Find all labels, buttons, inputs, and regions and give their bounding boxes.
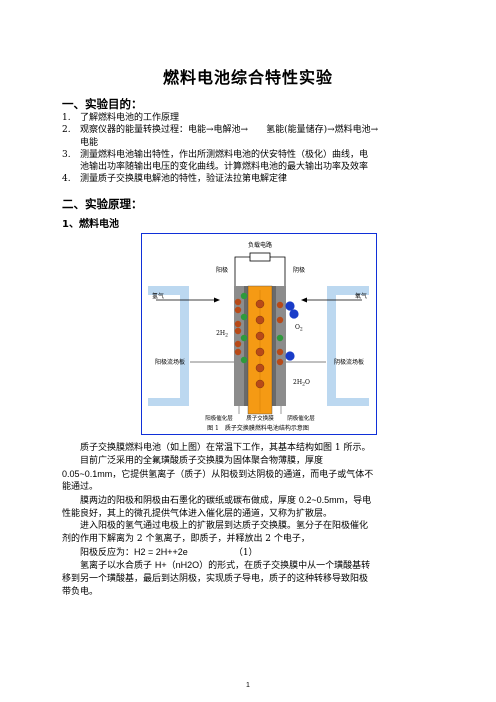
anode-flow-plate-shape (148, 286, 189, 406)
o2-label: O2 (295, 324, 303, 333)
cathode-catalyst-label: 阴极催化层 (287, 414, 315, 422)
list-number: 1. (62, 113, 71, 123)
list-text: 测量质子交换膜电解池的特性，验证法拉第电解定律 (80, 174, 288, 185)
list-text: 测量燃料电池输出特性，作出所测燃料电池的伏安特性（极化）曲线，电 (80, 149, 369, 160)
text-line: 能通过。 (62, 482, 99, 493)
text-line: 膜两边的阳极和阴极由石墨化的碳纸或碳布做成，厚度 0.2~0.5mm，导电 (80, 495, 372, 506)
cathode-plate-label: 阴极流场板 (334, 358, 364, 366)
list-text: 池输出功率随输出电压的变化曲线。计算燃料电池的最大输出功率及效率 (80, 162, 369, 173)
cathode-flow-plate-shape (327, 286, 369, 406)
load-wire-right (270, 256, 286, 286)
anode-catalyst-label: 阳极催化层 (205, 414, 233, 422)
list-number: 3. (62, 149, 71, 160)
oxygen-label: 氧气 (355, 292, 367, 300)
cathode-electrode (276, 286, 286, 406)
equation: H2 = 2H++2e (134, 547, 188, 557)
list-item: 1. 了解燃料电池的工作原理 (62, 112, 442, 124)
paragraph-5: 氢离子以水合质子 H+（nH2O）的形式，在质子交换膜中从一个璜酸基转 移到另一… (62, 559, 442, 598)
hydrogen-arrowhead (214, 297, 220, 303)
figure-caption: 图 1 质子交换膜燃料电池结构示意图 (207, 424, 309, 432)
list-text: 观察仪器的能量转换过程：电能→电解池→ 氢能(能量储存)→燃料电池→ (80, 125, 379, 136)
load-label: 负载电路 (248, 241, 272, 249)
anode-label: 阳极 (216, 266, 228, 274)
text-line: 0.05~0.1mm，它提供氢离子（质子）从阳极到达阴极的通道，而电子或气体不 (62, 468, 374, 480)
text-line: 剂的作用下解离为 2 个氢离子，即质子，并释放出 2 个电子， (62, 533, 310, 544)
text-line: 移到另一个璜酸基，最后到达阴极，实现质子导电，质子的这种转移导致阳极 (62, 573, 369, 584)
list-text: 了解燃料电池的工作原理 (80, 113, 180, 123)
load-wire-left (234, 256, 250, 286)
section-heading-principle: 二、实验原理： (62, 197, 143, 211)
list-text: 电能 (80, 137, 99, 148)
text-line: 质子交换膜燃料电池（如上图）在常温下工作，其基本结构如图 1 所示。 (80, 443, 371, 453)
text-line: 带负电。 (62, 586, 99, 597)
hydrogen-molecules (234, 292, 248, 364)
anode-plate-label: 阳极流场板 (155, 358, 185, 366)
paragraph-3: 进入阳极的氢气通过电极上的扩散层到达质子交换膜。氢分子在阳极催化 剂的作用下解离… (62, 520, 442, 546)
list-item: 3. 测量燃料电池输出特性，作出所测燃料电池的伏安特性（极化）曲线，电 池输出功… (62, 149, 442, 174)
text-line: 性能良好，其上的微孔提供气体进入催化层的通道，又称为扩散层。 (62, 508, 333, 519)
text-line: 氢离子以水合质子 H+（nH2O）的形式，在质子交换膜中从一个璜酸基转 (80, 560, 371, 571)
text-line: 进入阳极的氢气通过电极上的扩散层到达质子交换膜。氢分子在阳极催化 (80, 521, 369, 531)
list-number: 4. (62, 174, 71, 185)
subsection-heading-fuel-cell: 1、燃料电池 (62, 219, 119, 230)
equation-number: （1） (233, 548, 258, 558)
figure-frame: 负载电路 阳极 阴极 氢气 氧气 (141, 233, 377, 435)
text-line: 目前广泛采用的全氟璜酸质子交换膜为固体聚合物薄膜，厚度 (80, 455, 324, 466)
list-number: 2. (62, 125, 71, 136)
protons-in-membrane (255, 299, 265, 389)
text-line: 阳极反应为：H2 = 2H++2e（1） (80, 547, 258, 558)
section-heading-objectives: 一、实验目的： (62, 97, 143, 111)
list-item: 4. 测量质子交换膜电解池的特性，验证法拉第电解定律 (62, 173, 442, 185)
oxygen-arrowhead (301, 297, 307, 303)
h2-label: 2H2 (216, 330, 228, 339)
list-item: 2. 观察仪器的能量转换过程：电能→电解池→ 氢能(能量储存)→燃料电池→ 电能 (62, 124, 442, 149)
paragraph-2: 膜两边的阳极和阴极由石墨化的碳纸或碳布做成，厚度 0.2~0.5mm，导电 性能… (62, 494, 442, 521)
cathode-catalyst-layer (272, 286, 276, 406)
cathode-label: 阴极 (293, 266, 305, 274)
fuel-cell-diagram: 负载电路 阳极 阴极 氢气 氧气 (148, 241, 369, 432)
load-resistor (249, 252, 271, 262)
hydrogen-label: 氢气 (152, 292, 164, 300)
anode-reaction-line: 阳极反应为：H2 = 2H++2e（1） (62, 546, 442, 560)
page-title: 燃料电池综合特性实验 (162, 68, 333, 87)
oxygen-molecules (276, 301, 299, 366)
anode-catalyst-layer (244, 286, 248, 406)
objectives-list: 1. 了解燃料电池的工作原理 2. 观察仪器的能量转换过程：电能→电解池→ 氢能… (62, 112, 442, 186)
membrane-label: 质子交换膜 (246, 414, 274, 422)
h2o-label: 2H2O (293, 379, 310, 388)
paragraph-1: 质子交换膜燃料电池（如上图）在常温下工作，其基本结构如图 1 所示。 目前广泛采… (62, 442, 442, 494)
page-number: 1 (246, 682, 250, 689)
